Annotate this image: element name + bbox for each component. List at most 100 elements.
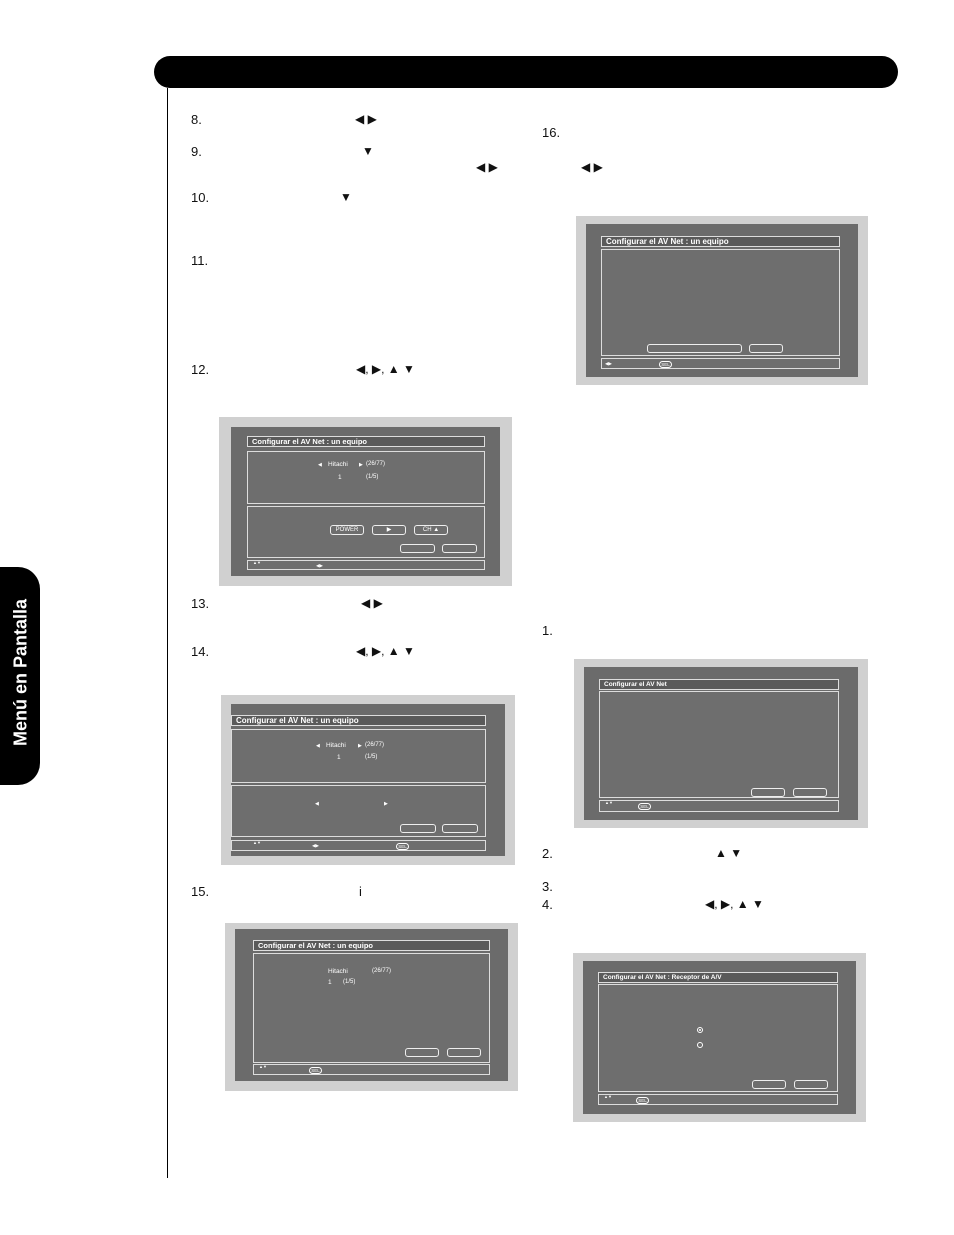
- screen-avnet-receiver: Configurar el AV Net : Receptor de A/V ▲…: [573, 953, 866, 1122]
- step-15-number: 15.: [191, 884, 210, 899]
- r-step-4-arrows: ◀, ▶, ▲ ▼: [705, 897, 764, 911]
- screen-avnet-main: Configurar el AV Net ▲▼ SEL: [574, 659, 868, 828]
- brand-value: Hitachi: [328, 461, 348, 468]
- leftright-icon: ◀▶: [316, 563, 323, 568]
- select-right-icon[interactable]: ▶: [384, 801, 388, 807]
- code-count: (1/5): [366, 474, 379, 480]
- sel-button-icon: SEL: [638, 803, 651, 810]
- screen-step-12: Configurar el AV Net : un equipo ◀ Hitac…: [219, 417, 512, 586]
- content-pane: [599, 691, 839, 798]
- screen-title: Configurar el AV Net : un equipo: [601, 236, 840, 247]
- brand-count: (26/77): [365, 742, 385, 748]
- updown-icon: ▲▼: [253, 840, 261, 845]
- step-16-arrows: ◀ ▶: [581, 160, 603, 174]
- cancel-button[interactable]: [442, 824, 478, 833]
- column-rule: [167, 88, 168, 1178]
- section-tab-label: Menú en Pantalla: [10, 598, 31, 747]
- leftright-icon: ◀▶: [605, 361, 612, 366]
- radio-option-1[interactable]: [697, 1027, 703, 1033]
- step-12-number: 12.: [191, 362, 210, 377]
- section-tab: Menú en Pantalla: [0, 567, 40, 785]
- ok-button[interactable]: [751, 788, 785, 797]
- step-11-number: 11.: [191, 253, 209, 268]
- header-bar: [154, 56, 898, 88]
- step-8-number: 8.: [191, 112, 202, 127]
- result-pane: Hitachi (26/77) 1 (1/5): [253, 953, 490, 1063]
- brand-value: Hitachi: [328, 968, 348, 975]
- select-left-icon[interactable]: ◀: [315, 801, 319, 807]
- sel-button-icon: SEL: [309, 1067, 322, 1074]
- cancel-button[interactable]: [793, 788, 827, 797]
- step-10-down-arrow: ▼: [340, 190, 352, 204]
- screen-step-16: Configurar el AV Net : un equipo ◀▶ SEL: [576, 216, 868, 385]
- selection-pane: ◀ ▶: [231, 785, 486, 837]
- sel-button-icon: SEL: [396, 843, 409, 850]
- r-step-3-number: 3.: [542, 879, 553, 894]
- step-9-down-arrow: ▼: [362, 144, 374, 158]
- brand-count: (26/77): [366, 461, 386, 467]
- result-pane: [601, 249, 840, 356]
- step-14-number: 14.: [191, 644, 210, 659]
- left-arrow-icon: ◀: [318, 462, 322, 468]
- cancel-button[interactable]: [794, 1080, 828, 1089]
- right-arrow-icon: ▶: [359, 462, 363, 468]
- code-value: 1: [337, 754, 341, 761]
- play-button[interactable]: ▶: [372, 525, 406, 535]
- step-8-arrows: ◀ ▶: [355, 112, 377, 126]
- brand-pane: ◀ Hitachi ▶ (26/77) 1 (1/5): [231, 729, 486, 783]
- test-pane: POWER ▶ CH ▲: [247, 506, 485, 558]
- step-15-char: i: [359, 884, 362, 899]
- leftright-icon: ◀▶: [312, 843, 319, 848]
- step-9-number: 9.: [191, 144, 202, 159]
- ok-button[interactable]: [405, 1048, 439, 1057]
- code-count: (1/5): [365, 754, 378, 760]
- sel-button-icon: SEL: [659, 361, 672, 368]
- radio-option-2[interactable]: [697, 1042, 703, 1048]
- screen-title: Configurar el AV Net : Receptor de A/V: [598, 972, 838, 983]
- code-value: 1: [338, 474, 342, 481]
- ok-button[interactable]: [400, 824, 436, 833]
- power-button[interactable]: POWER: [330, 525, 364, 535]
- footer-bar: ▲▼ ◀▶ SEL: [231, 840, 486, 851]
- r-step-4-number: 4.: [542, 897, 553, 912]
- screen-title: Configurar el AV Net: [599, 679, 839, 690]
- r-step-1-number: 1.: [542, 623, 553, 638]
- step-9-arrows: ◀ ▶: [476, 160, 498, 174]
- step-10-number: 10.: [191, 190, 210, 205]
- r-step-2-arrows: ▲ ▼: [715, 846, 743, 860]
- brand-count: (26/77): [372, 968, 392, 974]
- screen-step-14: Configurar el AV Net : un equipo ◀ Hitac…: [221, 695, 515, 865]
- updown-icon: ▲▼: [253, 560, 261, 565]
- step-13-arrows: ◀ ▶: [361, 596, 383, 610]
- step-13-number: 13.: [191, 596, 210, 611]
- updown-icon: ▲▼: [259, 1064, 267, 1069]
- left-arrow-icon: ◀: [316, 743, 320, 749]
- screen-title: Configurar el AV Net : un equipo: [253, 940, 490, 951]
- screen-title: Configurar el AV Net : un equipo: [231, 715, 486, 726]
- footer-bar: ◀▶ SEL: [601, 358, 840, 369]
- updown-icon: ▲▼: [604, 1094, 612, 1099]
- ok-button[interactable]: [752, 1080, 786, 1089]
- step-14-arrows: ◀, ▶, ▲ ▼: [356, 644, 415, 658]
- cancel-button[interactable]: [447, 1048, 481, 1057]
- code-value: 1: [328, 979, 332, 986]
- sel-button-icon: SEL: [636, 1097, 649, 1104]
- channel-up-button[interactable]: CH ▲: [414, 525, 448, 535]
- cancel-button[interactable]: [442, 544, 477, 553]
- r-step-2-number: 2.: [542, 846, 553, 861]
- code-count: (1/5): [343, 979, 356, 985]
- step-16-number: 16.: [542, 125, 561, 140]
- footer-bar: ▲▼ SEL: [599, 800, 839, 812]
- updown-icon: ▲▼: [605, 800, 613, 805]
- footer-bar: ▲▼ SEL: [253, 1064, 490, 1075]
- screen-step-15: Configurar el AV Net : un equipo Hitachi…: [225, 923, 518, 1091]
- ok-button[interactable]: [749, 344, 783, 353]
- options-pane: [598, 984, 838, 1092]
- brand-pane: ◀ Hitachi ▶ (26/77) 1 (1/5): [247, 451, 485, 504]
- screen-title: Configurar el AV Net : un equipo: [247, 436, 485, 447]
- ok-button[interactable]: [400, 544, 435, 553]
- retry-button[interactable]: [647, 344, 742, 353]
- footer-bar: ▲▼ ◀▶: [247, 560, 485, 570]
- brand-value: Hitachi: [326, 742, 346, 749]
- right-arrow-icon: ▶: [358, 743, 362, 749]
